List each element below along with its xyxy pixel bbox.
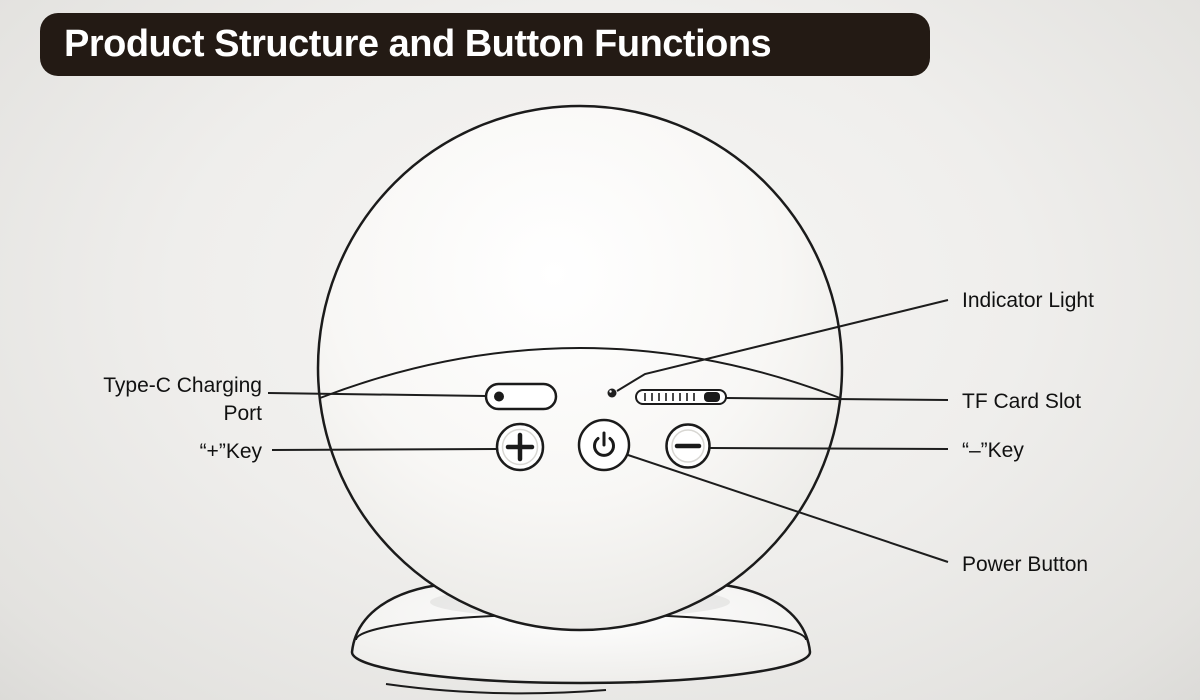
label-tf-card-slot: TF Card Slot (962, 390, 1082, 413)
leader-line-tf-card (725, 397, 949, 401)
label-indicator-light: Indicator Light (962, 289, 1094, 312)
sphere-seam-line (319, 347, 841, 399)
label-type-c-charging-port: Type-C Charging Port (38, 372, 262, 427)
plus-button (495, 422, 545, 472)
leader-line-power (627, 454, 949, 563)
leader-line-plus-key (271, 448, 498, 451)
plus-icon (505, 432, 535, 462)
type-c-port (484, 382, 558, 411)
indicator-light-dot (607, 388, 617, 398)
power-button (577, 418, 631, 472)
label-minus-key: “–”Key (962, 439, 1024, 462)
label-power-button: Power Button (962, 553, 1089, 576)
label-plus-key: “+”Key (199, 440, 262, 463)
minus-button (665, 423, 711, 469)
label-type-c-line1: Type-C Charging (103, 374, 262, 397)
leader-line-type-c (267, 392, 487, 397)
device-base (350, 582, 812, 695)
page-title: Product Structure and Button Functions (64, 23, 772, 65)
title-banner: Product Structure and Button Functions (40, 13, 930, 76)
power-icon (593, 431, 615, 457)
leader-line-minus-key (709, 447, 949, 450)
leader-line-indicator-light (616, 299, 949, 392)
label-type-c-line2: Port (223, 401, 262, 425)
tf-card-slot (635, 389, 727, 405)
device-sphere (316, 104, 844, 632)
